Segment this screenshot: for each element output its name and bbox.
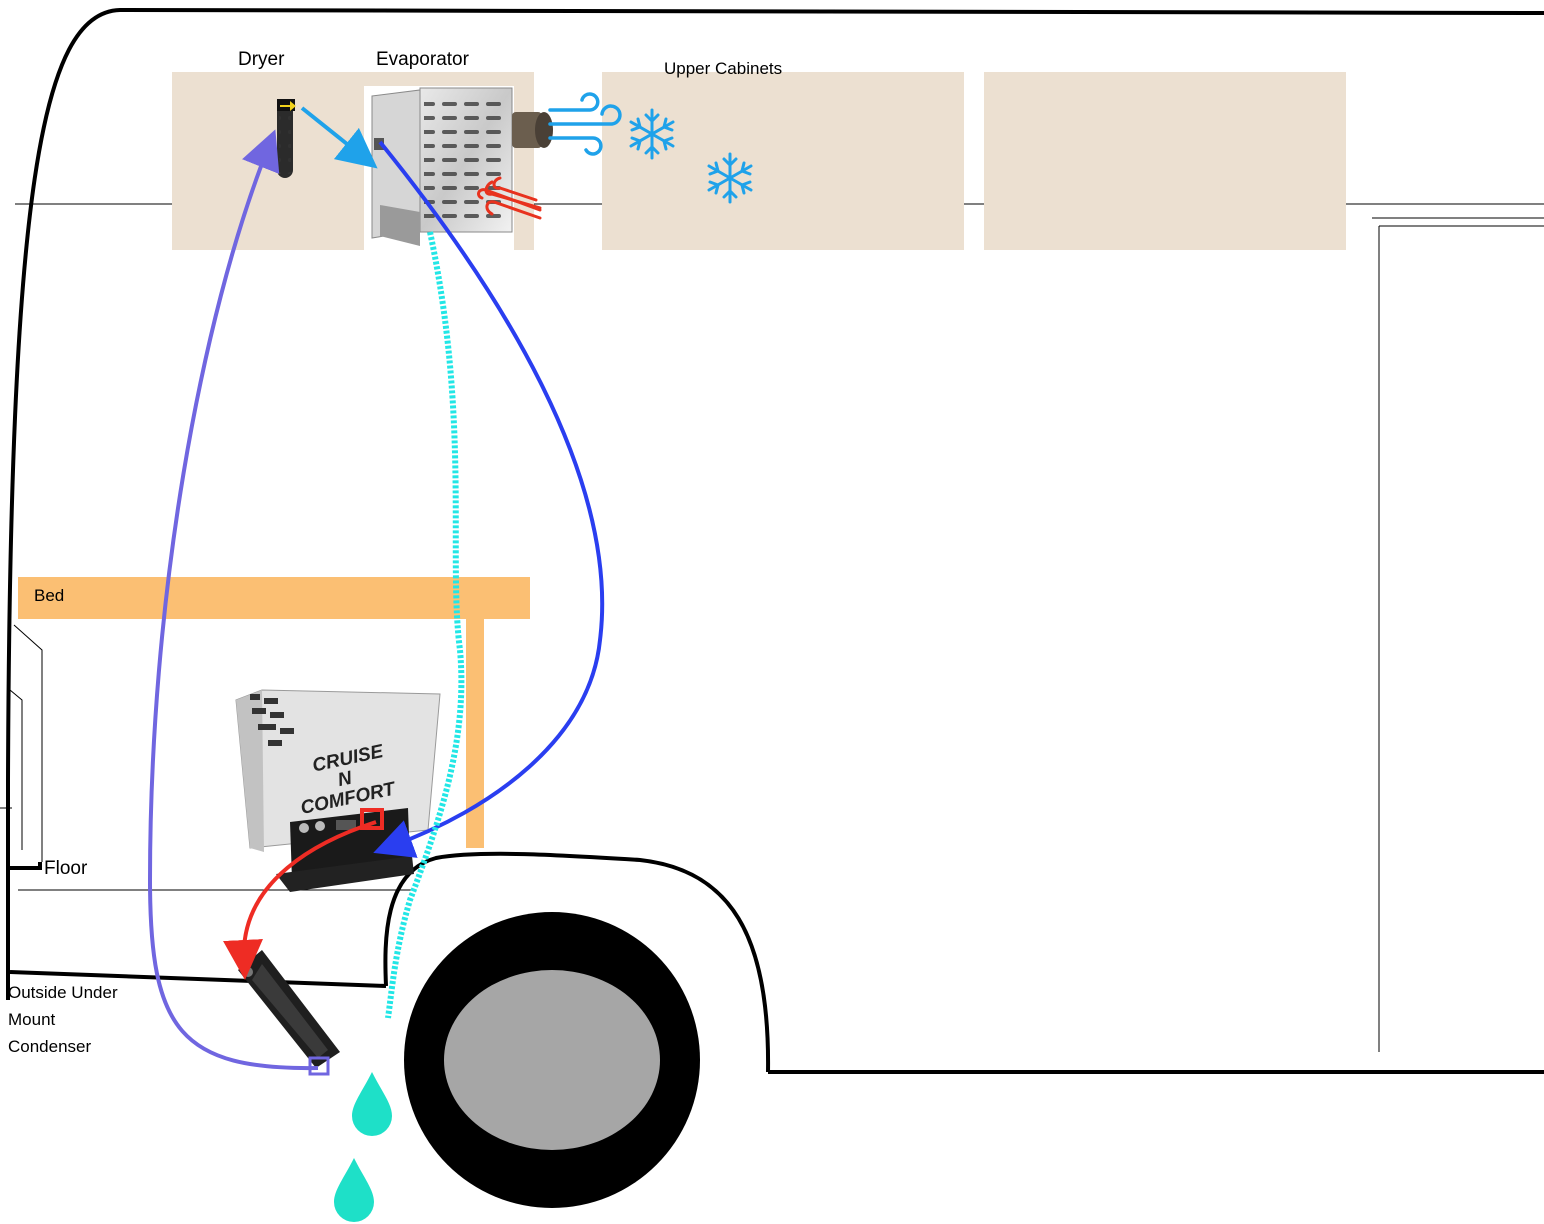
upper-cabinets-label: Upper Cabinets	[664, 59, 782, 78]
cabinet-right	[984, 72, 1346, 250]
condenser-label-line2: Mount	[8, 1010, 56, 1029]
bed-leg	[466, 606, 484, 848]
bed-label: Bed	[34, 586, 64, 605]
line-dryer-to-evaporator	[300, 106, 378, 169]
under-mount-condenser	[238, 950, 340, 1068]
cruise-n-comfort-unit: CRUISE N COMFORT	[235, 689, 441, 892]
air-outlet-duct	[512, 112, 553, 148]
roof-and-front-outline	[6, 7, 1544, 868]
unit-vent-slots	[250, 694, 294, 746]
snowflake-icon	[629, 108, 675, 160]
dryer-label: Dryer	[238, 49, 285, 70]
wheel-arch	[383, 851, 771, 1073]
bed	[18, 577, 530, 848]
air-flow-icon	[548, 92, 622, 156]
front-door-outline	[0, 624, 43, 862]
condenser-port-marker	[308, 1056, 330, 1076]
evaporator-label: Evaporator	[376, 49, 470, 70]
water-drop-icon	[352, 1072, 392, 1136]
wheel	[404, 912, 700, 1208]
snowflake-icon	[707, 152, 753, 204]
cabinet-middle	[602, 72, 964, 250]
rocker-line	[9, 970, 387, 988]
evaporator-unit	[364, 86, 553, 250]
condensate-drain-line	[385, 231, 465, 1019]
unit-port-marker	[360, 808, 384, 830]
wheel-hub	[444, 970, 660, 1150]
unit-brand-line2: N	[336, 768, 355, 792]
floor-label: Floor	[44, 858, 88, 879]
line-evaporator-to-unit	[373, 140, 605, 858]
line-unit-to-condenser	[223, 820, 377, 980]
line-condenser-to-dryer	[147, 129, 319, 1071]
upper-cabinets	[172, 72, 1346, 250]
condenser-label-line3: Condenser	[8, 1037, 92, 1056]
dryer-filter	[277, 99, 296, 178]
heat-waves-icon	[477, 176, 542, 220]
condenser-label-line1: Outside Under	[8, 983, 118, 1002]
bed-platform	[18, 577, 530, 619]
rear-door-outline	[1372, 217, 1544, 1052]
water-drop-icon	[334, 1158, 374, 1222]
vehicle-body-outline	[0, 7, 1544, 1074]
floor-step	[8, 862, 42, 870]
